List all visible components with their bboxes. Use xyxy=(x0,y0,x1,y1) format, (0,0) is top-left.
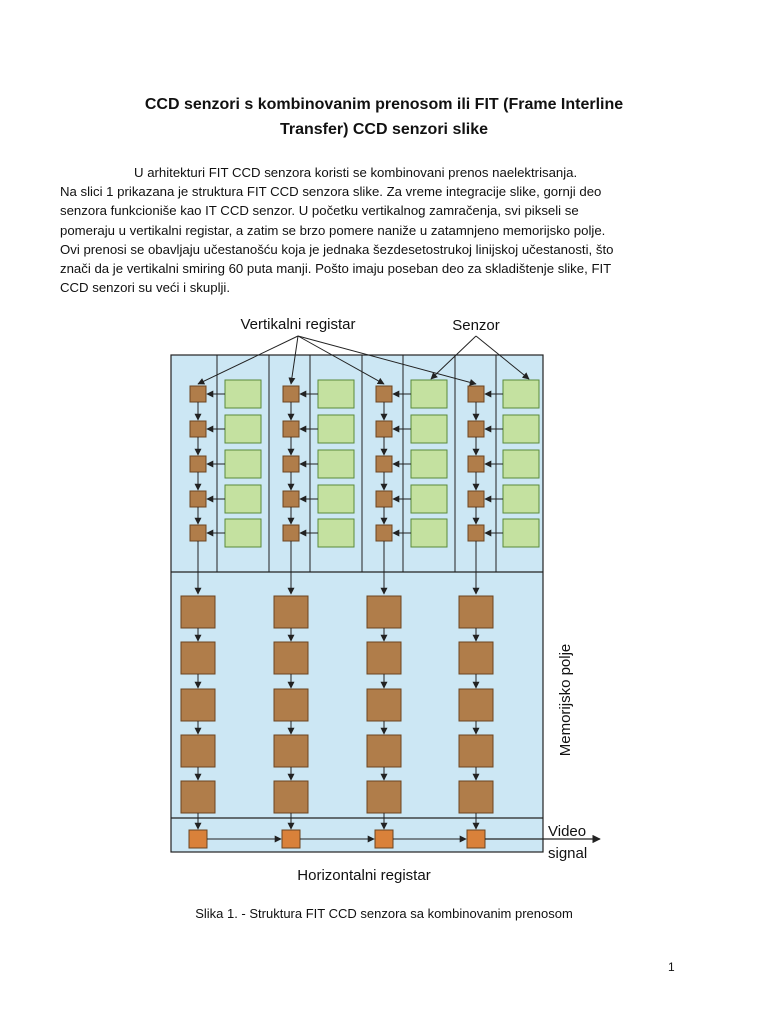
memory-cell xyxy=(273,641,309,675)
memory-cell xyxy=(180,688,216,722)
paragraph-line: CCD senzori su veći i skuplji. xyxy=(60,280,231,296)
vertical-register-cell xyxy=(375,524,393,542)
paragraph-line: senzora funkcioniše kao IT CCD senzor. U… xyxy=(60,203,579,219)
memory-cell xyxy=(458,641,494,675)
body-paragraph: U arhitekturi FIT CCD senzora koristi se… xyxy=(60,163,710,297)
callout-line xyxy=(197,335,299,385)
vertical-register-cell xyxy=(375,490,393,508)
memory-cell xyxy=(458,688,494,722)
figure-caption: Slika 1. - Struktura FIT CCD senzora sa … xyxy=(195,906,573,921)
memory-cell xyxy=(366,734,402,768)
sensor-pixel xyxy=(502,484,540,514)
vertical-register-cell xyxy=(375,420,393,438)
sensor-pixel xyxy=(502,449,540,479)
sensor-pixel xyxy=(224,379,262,409)
paragraph-line: U arhitekturi FIT CCD senzora koristi se… xyxy=(134,165,578,180)
paragraph-line: pomeraju u vertikalni registar, a zatim … xyxy=(60,222,606,238)
memory-cell xyxy=(273,688,309,722)
vertical-register-cell xyxy=(282,420,300,438)
vertical-register-cell xyxy=(189,524,207,542)
vertical-register-cell xyxy=(189,385,207,403)
vertical-register-cell xyxy=(375,385,393,403)
sensor-label: Senzor xyxy=(452,317,500,334)
memory-cell xyxy=(458,595,494,629)
memory-field-label: Memorijsko polje xyxy=(557,644,574,757)
memory-cell xyxy=(180,641,216,675)
vertical-register-cell xyxy=(467,524,485,542)
sensor-pixel xyxy=(224,518,262,548)
sensor-pixel xyxy=(502,518,540,548)
callout-line xyxy=(288,335,299,385)
fit-ccd-structure-diagram: Vertikalni registar Senzor Memorijsko po… xyxy=(170,316,601,884)
memory-cell xyxy=(180,780,216,814)
horizontal-register-cell xyxy=(374,829,394,849)
paragraph-line: Na slici 1 prikazana je struktura FIT CC… xyxy=(60,184,602,200)
vertical-register-cell xyxy=(282,455,300,473)
vertical-register-cell xyxy=(467,385,485,403)
vertical-register-cell xyxy=(467,455,485,473)
paragraph-line: Ovi prenosi se obavljaju učestanošću koj… xyxy=(60,241,614,257)
vertical-register-cell xyxy=(467,490,485,508)
sensor-pixel xyxy=(317,414,355,444)
sensor-pixel xyxy=(224,484,262,514)
vertical-register-cell xyxy=(282,524,300,542)
memory-cell xyxy=(366,688,402,722)
document-title: CCD senzori s kombinovanim prenosom ili … xyxy=(80,92,688,142)
sensor-pixel xyxy=(502,379,540,409)
sensor-pixel xyxy=(410,518,448,548)
vertical-register-label: Vertikalni registar xyxy=(240,316,355,333)
sensor-pixel xyxy=(224,414,262,444)
memory-cell xyxy=(180,734,216,768)
memory-cell xyxy=(366,595,402,629)
horizontal-register-cell xyxy=(281,829,301,849)
signal-label: signal xyxy=(548,845,587,862)
vertical-register-cell xyxy=(282,490,300,508)
video-label: Video xyxy=(548,823,586,840)
horizontal-register-label: Horizontalni registar xyxy=(297,867,430,884)
memory-cell xyxy=(273,780,309,814)
vertical-register-cell xyxy=(189,490,207,508)
memory-cell xyxy=(458,780,494,814)
paragraph-line: znači da je vertikalni smiring 60 puta m… xyxy=(60,261,612,277)
callout-line xyxy=(297,335,385,385)
horizontal-register-cell xyxy=(466,829,486,849)
memory-cell xyxy=(366,641,402,675)
callout-line xyxy=(475,335,530,380)
vertical-register-cell xyxy=(282,385,300,403)
sensor-pixel xyxy=(410,484,448,514)
sensor-pixel xyxy=(410,379,448,409)
sensor-pixel xyxy=(502,414,540,444)
sensor-pixel xyxy=(317,484,355,514)
sensor-pixel xyxy=(317,518,355,548)
title-line-1: CCD senzori s kombinovanim prenosom ili … xyxy=(144,96,624,113)
callout-line xyxy=(297,335,477,386)
page-number: 1 xyxy=(668,960,675,974)
sensor-pixel xyxy=(317,379,355,409)
vertical-register-cell xyxy=(375,455,393,473)
title-line-2: Transfer) CCD senzori slike xyxy=(279,121,489,138)
vertical-register-cell xyxy=(467,420,485,438)
memory-cell xyxy=(366,780,402,814)
callout-line xyxy=(430,335,477,380)
memory-cell xyxy=(458,734,494,768)
sensor-pixel xyxy=(410,414,448,444)
sensor-pixel xyxy=(317,449,355,479)
sensor-pixel xyxy=(224,449,262,479)
sensor-pixel xyxy=(410,449,448,479)
horizontal-register-cell xyxy=(188,829,208,849)
memory-cell xyxy=(180,595,216,629)
vertical-register-cell xyxy=(189,420,207,438)
memory-cell xyxy=(273,595,309,629)
vertical-register-cell xyxy=(189,455,207,473)
memory-cell xyxy=(273,734,309,768)
